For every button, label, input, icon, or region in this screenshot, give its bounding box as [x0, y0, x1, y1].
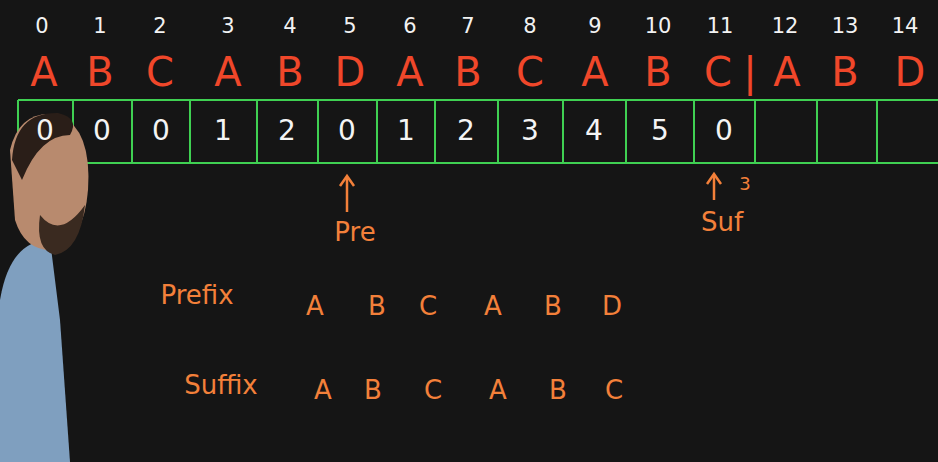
array-grid — [18, 100, 938, 163]
index-number: 3 — [221, 16, 234, 37]
board-note: C — [605, 377, 623, 403]
board-note: B — [544, 293, 562, 319]
pattern-letter: A — [396, 52, 423, 92]
index-number: 0 — [35, 16, 48, 37]
index-number: 4 — [283, 16, 296, 37]
pattern-letter: D — [335, 52, 366, 92]
board-note: Suf — [701, 209, 743, 235]
board-note: Suffix — [184, 372, 258, 398]
board-note: B — [364, 377, 382, 403]
board-note: C — [419, 293, 437, 319]
pointer-arrows — [340, 174, 721, 212]
index-number: 11 — [707, 16, 734, 37]
board-note: B — [549, 377, 567, 403]
board-note: A — [484, 293, 502, 319]
pattern-letter: A — [581, 52, 608, 92]
lps-value: 0 — [152, 117, 170, 145]
pattern-letter: B — [86, 52, 113, 92]
board-note: A — [314, 377, 332, 403]
board-note: C — [424, 377, 442, 403]
lps-value: 5 — [651, 117, 669, 145]
board-note: Prefix — [160, 282, 233, 308]
index-number: 5 — [343, 16, 356, 37]
pattern-letter: B — [831, 52, 858, 92]
presenter — [0, 113, 88, 462]
index-number: 10 — [645, 16, 672, 37]
lps-value: 0 — [715, 117, 733, 145]
pattern-letter: C — [704, 52, 732, 92]
pattern-letter: C — [516, 52, 544, 92]
board-note: A — [306, 293, 324, 319]
pattern-letter: B — [644, 52, 671, 92]
board-note: D — [602, 293, 622, 319]
pattern-letter: A — [773, 52, 800, 92]
lps-value: 4 — [585, 117, 603, 145]
index-number: 14 — [892, 16, 919, 37]
index-number: 7 — [461, 16, 474, 37]
pattern-letter: B — [276, 52, 303, 92]
lps-value: 0 — [93, 117, 111, 145]
lps-value: 0 — [338, 117, 356, 145]
pattern-letter: C — [146, 52, 174, 92]
index-number: 2 — [153, 16, 166, 37]
pattern-letter: A — [214, 52, 241, 92]
lps-value: 1 — [397, 117, 415, 145]
index-number: 8 — [523, 16, 536, 37]
index-number: 12 — [772, 16, 799, 37]
pattern-letter: D — [895, 52, 926, 92]
pattern-letter: B — [454, 52, 481, 92]
board-note: 3 — [739, 175, 750, 193]
lps-value: 0 — [36, 117, 54, 145]
board-note: B — [368, 293, 386, 319]
index-number: 9 — [588, 16, 601, 37]
pattern-letter: A — [30, 52, 57, 92]
lps-value: 2 — [278, 117, 296, 145]
pattern-letter: | — [743, 52, 756, 92]
lps-value: 2 — [457, 117, 475, 145]
board-note: Pre — [334, 219, 375, 245]
index-number: 1 — [93, 16, 106, 37]
lps-value: 3 — [521, 117, 539, 145]
index-number: 13 — [832, 16, 859, 37]
board-note: A — [489, 377, 507, 403]
index-number: 6 — [403, 16, 416, 37]
lps-value: 1 — [214, 117, 232, 145]
